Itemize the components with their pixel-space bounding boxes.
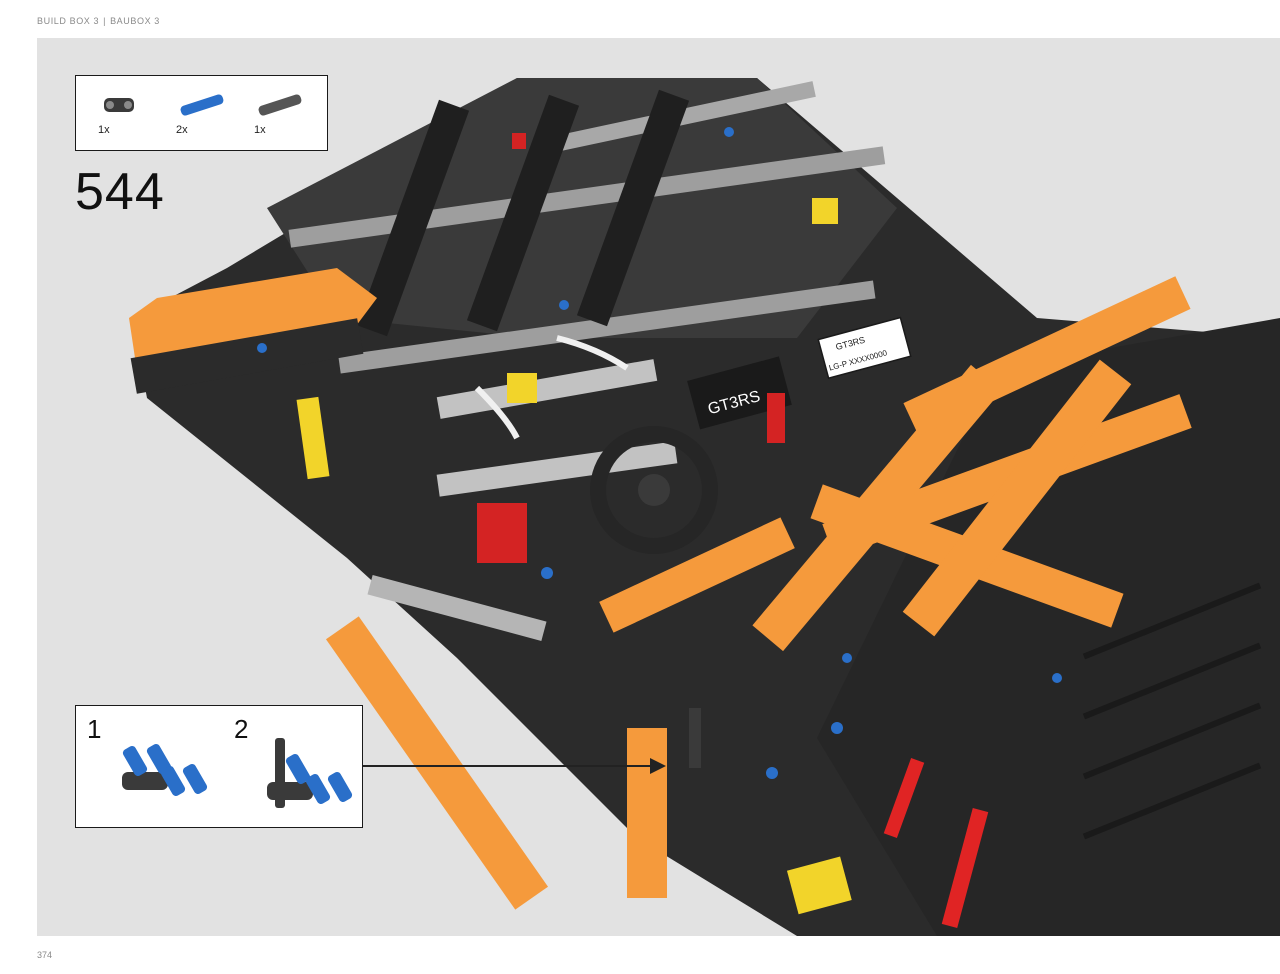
callout-arrow-head-icon — [650, 758, 666, 774]
sub-step-label: 1 — [87, 714, 102, 744]
part-qty: 1x — [254, 124, 266, 136]
part-qty: 1x — [98, 124, 110, 136]
part-qty: 2x — [176, 124, 188, 136]
sub-step-label: 2 — [234, 714, 249, 744]
page-number: 374 — [37, 950, 53, 960]
part-blue-pin: 2x — [176, 90, 228, 136]
model-illustration: GT3RS GT3RS LG-P XXXX0000 — [129, 78, 1280, 936]
dark-gray-axle-connector-icon — [104, 98, 134, 112]
part-axle-pin: 1x — [254, 90, 306, 136]
dark-gray-axle-pin-icon — [258, 94, 302, 116]
sub-step-1-assembly-icon — [122, 743, 208, 797]
page-header: BUILD BOX 3|BAUBOX 3 — [37, 16, 160, 26]
box-label-de: BAUBOX 3 — [110, 16, 160, 26]
instruction-canvas: GT3RS GT3RS LG-P XXXX0000 — [37, 38, 1280, 936]
sub-step-2-assembly-icon — [267, 738, 353, 808]
callout-arrow-line — [363, 765, 663, 767]
part-axle-connector: 1x — [98, 90, 142, 136]
blue-pin-icon — [180, 94, 224, 116]
parts-needed-box: 1x 2x 1x — [75, 75, 328, 151]
step-number: 544 — [75, 163, 165, 221]
header-separator: | — [103, 16, 107, 26]
sub-assembly-box: 1 2 — [75, 705, 363, 828]
box-label-en: BUILD BOX 3 — [37, 16, 100, 26]
